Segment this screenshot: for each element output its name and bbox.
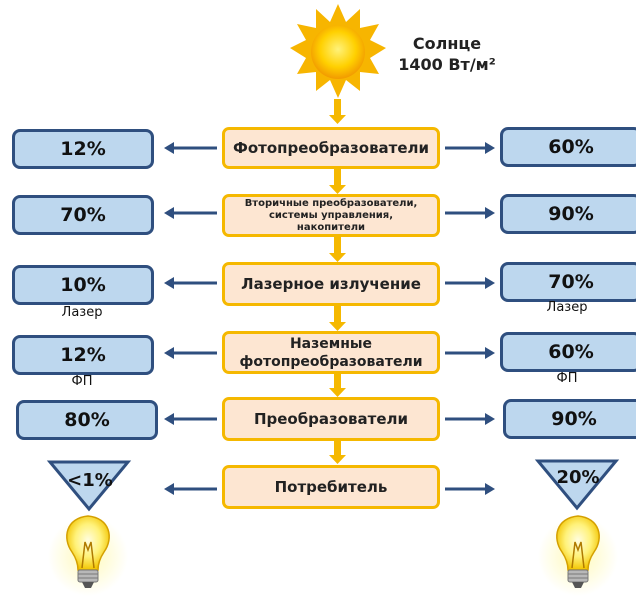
left-arrow-6 — [164, 483, 217, 495]
right-arrow-1 — [445, 142, 495, 154]
right-arrow-5 — [445, 413, 495, 425]
stage-secondary-converters: Вторичные преобразователи, системы управ… — [222, 194, 440, 237]
left-triangle-value: <1% — [67, 470, 113, 491]
down-arrow-3 — [329, 237, 346, 262]
down-arrow-2 — [329, 169, 346, 194]
left-note-4: ФП — [71, 374, 93, 389]
left-value-3: 10% — [12, 265, 154, 305]
right-value-1: 60% — [500, 127, 636, 167]
left-value-5: 80% — [16, 400, 158, 440]
right-arrow-6 — [445, 483, 495, 495]
right-arrow-4 — [445, 347, 495, 359]
left-triangle — [46, 460, 132, 512]
stage-photoconverters: Фотопреобразователи — [222, 127, 440, 169]
stage-consumer: Потребитель — [222, 465, 440, 509]
right-note-4: ФП — [556, 371, 578, 386]
left-value-2: 70% — [12, 195, 154, 235]
stage-laser-radiation: Лазерное излучение — [222, 262, 440, 306]
right-value-2: 90% — [500, 194, 636, 234]
right-triangle-value: 20% — [556, 467, 600, 488]
lightbulb-icon — [48, 515, 128, 596]
right-value-3: 70% — [500, 262, 636, 302]
right-value-4: 60% — [500, 332, 636, 372]
sun-power: 1400 Вт/м² — [398, 55, 496, 74]
left-arrow-5 — [164, 413, 217, 425]
down-arrow-6 — [329, 441, 346, 464]
down-arrow-1 — [329, 99, 346, 124]
left-arrow-4 — [164, 347, 217, 359]
left-arrow-3 — [164, 277, 217, 289]
right-arrow-3 — [445, 277, 495, 289]
down-arrow-4 — [329, 306, 346, 331]
right-arrow-2 — [445, 207, 495, 219]
stage-converters: Преобразователи — [222, 397, 440, 441]
left-arrow-1 — [164, 142, 217, 154]
sun-title: Солнце — [412, 34, 482, 53]
lightbulb-icon — [538, 515, 618, 596]
right-note-3: Лазер — [546, 300, 588, 315]
left-value-4: 12% — [12, 335, 154, 375]
left-value-1: 12% — [12, 129, 154, 169]
stage-ground-photoconverters: Наземные фотопреобразователи — [222, 331, 440, 374]
left-note-3: Лазер — [61, 305, 103, 320]
right-value-5: 90% — [503, 399, 636, 439]
left-arrow-2 — [164, 207, 217, 219]
right-triangle — [534, 459, 620, 511]
down-arrow-5 — [329, 374, 346, 397]
